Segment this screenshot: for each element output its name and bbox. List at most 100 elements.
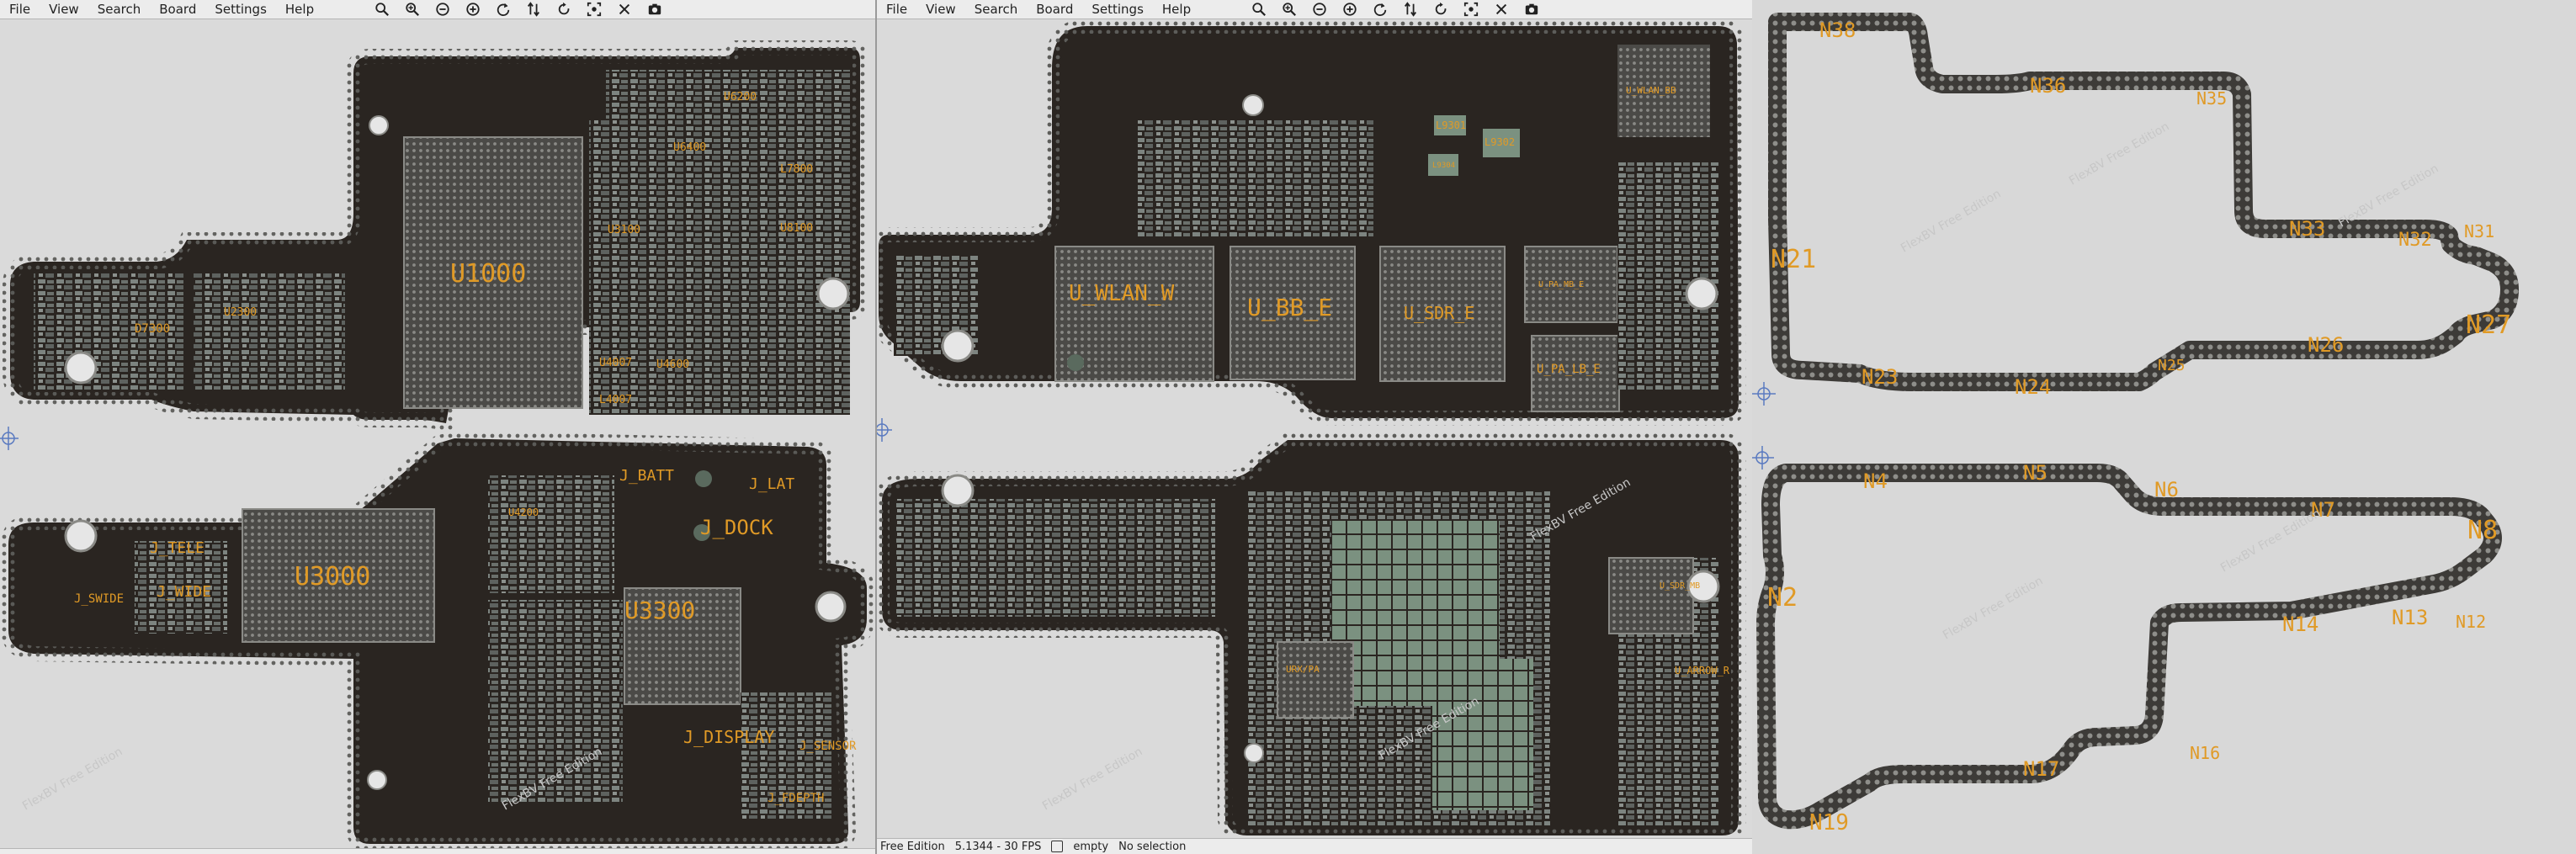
flip-icon[interactable]	[1400, 1, 1421, 18]
zoom-in-icon[interactable]	[401, 1, 423, 18]
board-canvas-middle[interactable]: U_WLAN_W U_BB_E U_SDR_E U_PA_LB_E U_PA_M…	[877, 19, 1752, 837]
label-j-tele[interactable]: J_TELE	[150, 539, 204, 557]
label-u-bb-e[interactable]: U_BB_E	[1247, 294, 1332, 322]
label-j-display[interactable]: J_DISPLAY	[683, 727, 774, 747]
refresh-icon[interactable]	[553, 1, 575, 18]
net-n33[interactable]: N33	[2289, 217, 2325, 241]
close-icon[interactable]	[613, 1, 635, 18]
label-l9301[interactable]: L9301	[1436, 119, 1466, 131]
label-u-wlan-w[interactable]: U_WLAN_W	[1069, 281, 1175, 306]
label-u3300[interactable]: U3300	[624, 597, 695, 624]
menu-help[interactable]: Help	[1161, 2, 1192, 17]
menu-view[interactable]: View	[926, 2, 956, 17]
net-n32[interactable]: N32	[2398, 230, 2432, 251]
zoom-out-icon[interactable]	[1309, 1, 1330, 18]
net-n19[interactable]: N19	[1809, 810, 1849, 835]
menu-settings[interactable]: Settings	[1091, 2, 1144, 17]
search-icon[interactable]	[1248, 1, 1270, 18]
net-n16[interactable]: N16	[2190, 743, 2220, 763]
menu-bar: File View Search Board Settings Help	[877, 0, 1752, 19]
net-n35[interactable]: N35	[2196, 88, 2227, 109]
rotate-icon[interactable]	[492, 1, 514, 18]
zoom-fit-icon[interactable]	[1339, 1, 1361, 18]
interposer-ring-bottom: N4 N5 N6 N7 N8 N2 N14 N13 N12 N16 N17 N1…	[1752, 446, 2502, 835]
net-n24[interactable]: N24	[2015, 375, 2051, 399]
net-n2[interactable]: N2	[1767, 583, 1798, 613]
menu-board[interactable]: Board	[159, 2, 197, 17]
label-j-fdepth[interactable]: J_FDEPTH	[767, 792, 824, 805]
net-n14[interactable]: N14	[2282, 613, 2318, 636]
label-u-sdr-e[interactable]: U_SDR_E	[1404, 303, 1474, 323]
net-n23[interactable]: N23	[1862, 365, 1898, 389]
menu-file[interactable]: File	[886, 2, 908, 17]
camera-icon[interactable]	[1521, 1, 1543, 18]
label-urx-a[interactable]: URX/PA	[1286, 664, 1320, 675]
label-u6400[interactable]: U6400	[673, 141, 706, 154]
label-l7800[interactable]: L7800	[780, 163, 813, 176]
label-u4007[interactable]: U4007	[599, 357, 632, 369]
label-u-pa-mb-e[interactable]: U_PA_MB_E	[1538, 280, 1584, 289]
net-n31[interactable]: N31	[2464, 221, 2494, 241]
label-l4007[interactable]: L4007	[599, 394, 632, 406]
label-l9304[interactable]: L9304	[1432, 162, 1455, 170]
net-n25[interactable]: N25	[2158, 357, 2186, 374]
fit-board-icon[interactable]	[1460, 1, 1482, 18]
net-n38[interactable]: N38	[1819, 19, 1856, 42]
label-u1000[interactable]: U1000	[450, 259, 526, 289]
menu-search[interactable]: Search	[974, 2, 1018, 17]
net-n5[interactable]: N5	[2023, 461, 2048, 485]
label-j-swide[interactable]: J_SWIDE	[74, 592, 124, 606]
rotate-icon[interactable]	[1369, 1, 1391, 18]
net-n12[interactable]: N12	[2456, 612, 2486, 632]
label-u3100[interactable]: U3100	[608, 224, 640, 236]
search-icon[interactable]	[371, 1, 393, 18]
label-j-sensor[interactable]: J_SENSOR	[799, 740, 857, 753]
menu-board[interactable]: Board	[1036, 2, 1074, 17]
net-n4[interactable]: N4	[1863, 469, 1888, 493]
refresh-icon[interactable]	[1430, 1, 1452, 18]
menu-help[interactable]: Help	[284, 2, 315, 17]
label-u-arrow-r[interactable]: U_ARROW_R	[1675, 665, 1730, 676]
fit-board-icon[interactable]	[583, 1, 605, 18]
board-canvas-left[interactable]: U1000 D7300 U2300 U3100 U6400 L7800 U810…	[0, 19, 875, 854]
net-n27[interactable]: N27	[2466, 310, 2511, 340]
viewer-pane-right[interactable]: N38 N36 N35 N33 N32 N31 N21 N27 N26 N24 …	[1752, 0, 2576, 854]
net-n13[interactable]: N13	[2392, 606, 2428, 629]
menu-file[interactable]: File	[9, 2, 31, 17]
label-u6200[interactable]: U6200	[724, 91, 757, 103]
label-u-wlan-bb[interactable]: U_WLAN_BB	[1626, 85, 1676, 96]
net-n7[interactable]: N7	[2311, 498, 2335, 522]
label-d7300[interactable]: D7300	[135, 322, 170, 336]
label-u3000[interactable]: U3000	[295, 562, 370, 591]
net-n36[interactable]: N36	[2030, 74, 2066, 98]
close-icon[interactable]	[1490, 1, 1512, 18]
label-u-sdr-mb[interactable]: U_SDR_MB	[1660, 581, 1700, 591]
label-j-lat[interactable]: J_LAT	[749, 475, 794, 493]
menu-view[interactable]: View	[49, 2, 79, 17]
flip-icon[interactable]	[523, 1, 544, 18]
label-j-dock[interactable]: J_DOCK	[700, 516, 773, 539]
label-u4600[interactable]: U4600	[656, 358, 689, 371]
net-n17[interactable]: N17	[2023, 757, 2059, 781]
zoom-fit-icon[interactable]	[462, 1, 484, 18]
label-j-wide[interactable]: J_WIDE	[157, 583, 211, 601]
menu-settings[interactable]: Settings	[215, 2, 267, 17]
camera-icon[interactable]	[644, 1, 666, 18]
viewer-pane-left[interactable]: File View Search Board Settings Help	[0, 0, 877, 854]
label-u8100[interactable]: U8100	[780, 222, 813, 235]
net-n6[interactable]: N6	[2154, 478, 2179, 501]
label-u-pa-lb-e[interactable]: U_PA_LB_E	[1537, 363, 1601, 376]
label-l9302[interactable]: L9302	[1485, 136, 1515, 148]
viewer-pane-middle[interactable]: File View Search Board Settings Help	[877, 0, 1752, 854]
label-j-batt[interactable]: J_BATT	[619, 467, 674, 485]
board-canvas-right[interactable]: N38 N36 N35 N33 N32 N31 N21 N27 N26 N24 …	[1752, 0, 2576, 854]
label-u4200[interactable]: U4200	[508, 507, 539, 518]
watermark: FlexBV Free Edition	[2218, 507, 2323, 575]
net-n21[interactable]: N21	[1771, 245, 1816, 274]
zoom-in-icon[interactable]	[1278, 1, 1300, 18]
menu-search[interactable]: Search	[97, 2, 141, 17]
net-n8[interactable]: N8	[2467, 516, 2498, 545]
label-u2300[interactable]: U2300	[224, 306, 257, 319]
net-n26[interactable]: N26	[2308, 333, 2344, 357]
zoom-out-icon[interactable]	[432, 1, 454, 18]
